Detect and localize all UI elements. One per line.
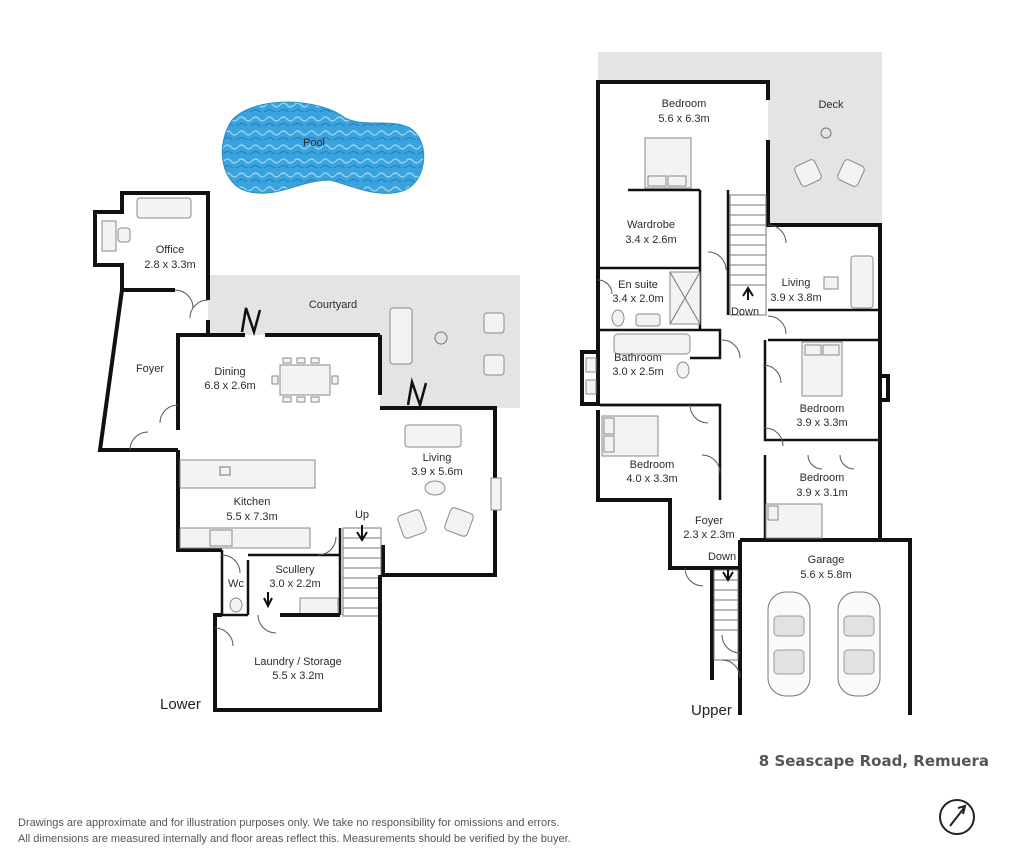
upper-stairs <box>729 194 767 316</box>
room-name-master-bedroom: Bedroom <box>662 98 707 110</box>
laundry-walls <box>213 575 382 712</box>
office-sofa-icon <box>136 197 192 219</box>
armchair-icon <box>397 509 427 539</box>
room-name-bedroom-4: Bedroom <box>800 472 845 484</box>
kitchen-counter <box>179 527 311 549</box>
room-name-living-lower: Living <box>423 452 452 464</box>
dining-table <box>279 364 331 396</box>
folding-door-icon <box>240 307 262 337</box>
room-name-office: Office <box>156 244 185 256</box>
lower-sofa-icon <box>404 424 462 448</box>
room-name-kitchen: Kitchen <box>234 496 271 508</box>
stair-label-down-upper: Down <box>731 306 759 318</box>
upper-outer-walls <box>596 80 770 350</box>
deck-area <box>598 52 882 82</box>
main-walls <box>176 333 245 430</box>
room-size-foyer-upper: 2.3 x 2.3m <box>683 529 734 541</box>
stair-label-up: Up <box>355 509 369 521</box>
stair-arrow-icon <box>742 286 754 300</box>
pool <box>221 101 425 194</box>
disclaimer-line-1: Drawings are approximate and for illustr… <box>18 817 559 829</box>
room-name-garage: Garage <box>808 554 845 566</box>
car-icon <box>767 591 811 697</box>
room-name-bedroom-3: Bedroom <box>630 459 675 471</box>
foyer-walls <box>97 289 178 452</box>
lower-floor: Lower <box>93 101 520 713</box>
car-icon <box>837 591 881 697</box>
room-size-living-upper: 3.9 x 3.8m <box>770 292 821 304</box>
room-size-kitchen: 5.5 x 7.3m <box>226 511 277 523</box>
room-size-wardrobe: 3.4 x 2.6m <box>625 234 676 246</box>
room-size-garage: 5.6 x 5.8m <box>800 569 851 581</box>
upper-sofa-icon <box>850 255 874 309</box>
room-size-ensuite: 3.4 x 2.0m <box>612 293 663 305</box>
room-size-bedroom-3: 4.0 x 3.3m <box>626 473 677 485</box>
deck-area <box>768 82 882 225</box>
office-chair <box>117 227 131 243</box>
room-name-bedroom-2: Bedroom <box>800 403 845 415</box>
room-name-bathroom: Bathroom <box>614 352 662 364</box>
room-name-ensuite: En suite <box>618 279 658 291</box>
bathtub-icon <box>613 333 691 355</box>
room-name-dining: Dining <box>214 366 245 378</box>
toilet-icon <box>229 597 243 613</box>
room-size-master-bedroom: 5.6 x 6.3m <box>658 113 709 125</box>
room-name-laundry: Laundry / Storage <box>254 656 341 668</box>
room-name-foyer-lower: Foyer <box>136 363 164 375</box>
courtyard-sofa-icon <box>389 307 413 365</box>
armchair-icon <box>444 507 474 537</box>
room-name-living-upper: Living <box>782 277 811 289</box>
room-name-deck: Deck <box>818 99 844 111</box>
cooktop-icon <box>209 529 233 547</box>
bathroom-walls <box>600 328 722 360</box>
room-labels: Pool Office 2.8 x 3.3m Courtyard Foyer D… <box>136 98 852 682</box>
upper-floor: Upper <box>580 52 912 719</box>
office-walls <box>93 191 210 300</box>
room-size-bathroom: 3.0 x 2.5m <box>612 366 663 378</box>
room-size-bedroom-4: 3.9 x 3.1m <box>796 487 847 499</box>
toilet-icon <box>611 309 625 327</box>
room-size-scullery: 3.0 x 2.2m <box>269 578 320 590</box>
room-size-laundry: 5.5 x 3.2m <box>272 670 323 682</box>
room-name-wc: Wc <box>228 578 244 590</box>
room-size-office: 2.8 x 3.3m <box>144 259 195 271</box>
room-size-bedroom-2: 3.9 x 3.3m <box>796 417 847 429</box>
door-arc-icon <box>129 289 337 647</box>
room-name-wardrobe: Wardrobe <box>627 219 675 231</box>
stair-label-down-foyer: Down <box>708 551 736 563</box>
room-name-foyer-upper: Foyer <box>695 515 723 527</box>
room-size-living-lower: 3.9 x 5.6m <box>411 466 462 478</box>
stair-arrow-icon <box>356 525 368 542</box>
upper-floor-label: Upper <box>691 702 732 719</box>
room-name-pool: Pool <box>303 137 325 149</box>
compass-icon <box>939 799 975 835</box>
lower-floor-label: Lower <box>160 696 201 713</box>
room-name-courtyard: Courtyard <box>309 299 357 311</box>
coffee-table <box>424 480 446 496</box>
room-name-scullery: Scullery <box>275 564 315 576</box>
room-size-dining: 6.8 x 2.6m <box>204 380 255 392</box>
kitchen-island <box>179 459 316 489</box>
door-arc-icon <box>597 224 855 679</box>
office-desk <box>101 220 117 252</box>
courtyard-area <box>208 275 520 408</box>
property-address: 8 Seascape Road, Remuera <box>759 752 989 770</box>
living-window <box>490 477 502 511</box>
disclaimer-line-2: All dimensions are measured internally a… <box>18 833 571 845</box>
folding-door-icon <box>406 377 428 410</box>
